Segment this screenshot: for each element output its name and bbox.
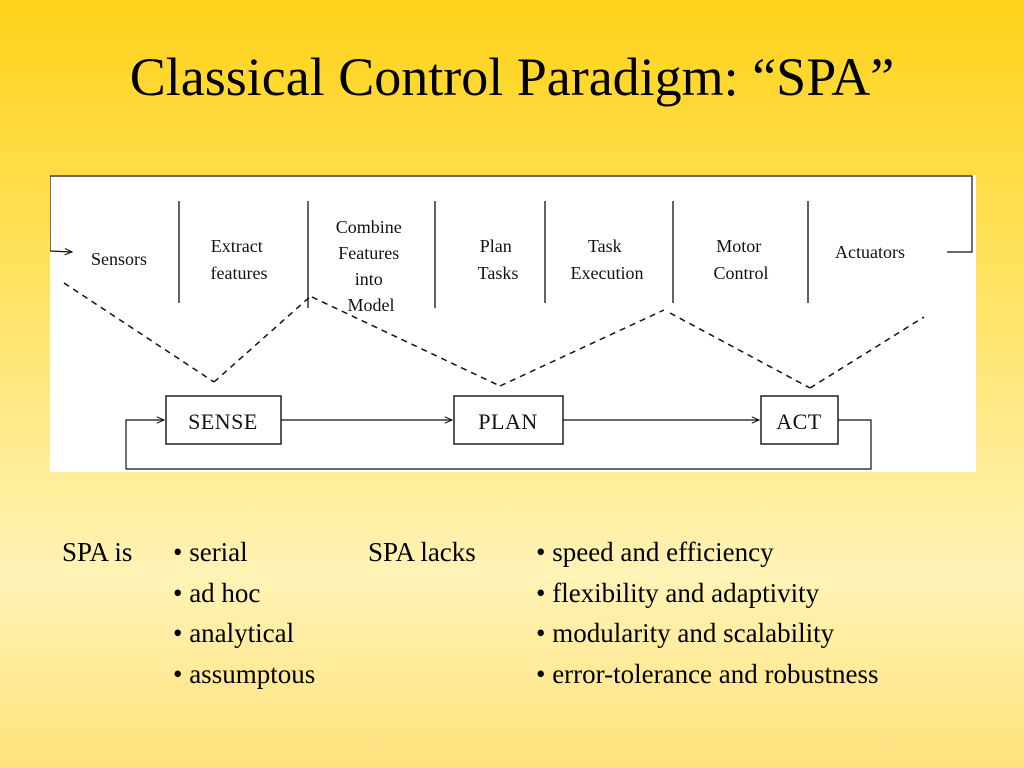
stage-plan-tasks: Plan Tasks: [478, 236, 519, 283]
dashed-grouping-lines: [63, 282, 925, 389]
spa-diagram: Sensors Extract features Combine Feature…: [50, 175, 976, 472]
act-label: ACT: [776, 409, 822, 434]
list-item: • ad hoc: [173, 577, 261, 608]
stage-separators: [178, 201, 809, 308]
plan-box: [453, 395, 564, 445]
spa-lacks-label: SPA lacks: [368, 537, 476, 567]
stage-motor-control: Motor Control: [713, 236, 768, 283]
list-item: • error-tolerance and robustness: [536, 659, 879, 690]
stage-task-execution: Task Execution: [571, 236, 644, 283]
spa-is-list: • serial • ad hoc • analytical • assumpt…: [173, 532, 315, 695]
spa-boxes: [165, 395, 839, 445]
list-item: • analytical: [173, 618, 295, 649]
stage-actuators: Actuators: [835, 242, 905, 262]
stage-labels: Sensors Extract features Combine Feature…: [91, 217, 905, 315]
spa-lacks-list: • speed and efficiency • flexibility and…: [536, 532, 879, 695]
sense-label: SENSE: [188, 409, 258, 434]
top-feedback-loop: [50, 175, 973, 256]
spa-properties: SPA is • serial • ad hoc • analytical • …: [0, 532, 1024, 702]
act-box: [760, 395, 839, 445]
stage-sensors: Sensors: [91, 249, 147, 269]
list-item: • modularity and scalability: [536, 618, 835, 649]
stage-extract-features: Extract features: [211, 236, 268, 283]
list-item: • speed and efficiency: [536, 537, 774, 567]
spa-is-label: SPA is: [62, 537, 133, 567]
list-item: • assumptous: [173, 659, 316, 690]
stage-combine-features: Combine Features into Model: [336, 217, 407, 315]
plan-label: PLAN: [478, 409, 537, 434]
box-arrows: [125, 416, 872, 470]
sense-box: [165, 395, 282, 445]
list-item: • serial: [173, 537, 248, 567]
slide-title: Classical Control Paradigm: “SPA”: [129, 47, 895, 107]
list-item: • flexibility and adaptivity: [536, 577, 820, 608]
